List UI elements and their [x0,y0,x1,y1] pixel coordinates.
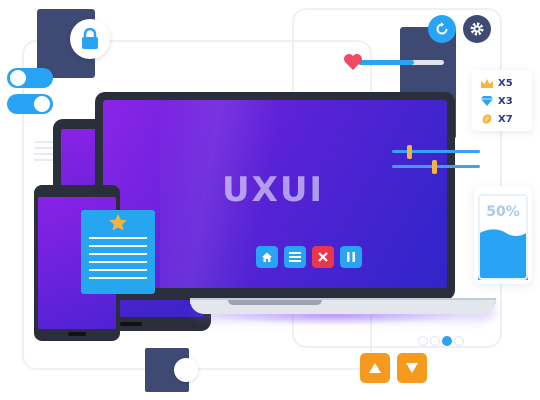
reward-row-diamond: X3 [480,93,513,109]
round-knob[interactable] [174,358,198,382]
progress-card-border [478,194,528,280]
menu-button[interactable] [284,246,306,268]
rewards-card: X5 X3 X7 [472,70,532,131]
gear-icon [470,22,484,36]
refresh-icon [436,22,448,35]
toggle-switch-1[interactable] [7,68,53,88]
laptop-notch [228,300,322,305]
pagination-dot[interactable] [418,336,428,346]
reward-label: X3 [498,95,513,107]
document-line [89,269,147,271]
pagination-dot[interactable] [430,336,440,346]
progress-liquid [478,229,528,280]
progress-percent: 50% [486,204,520,220]
lock-button[interactable] [70,19,110,59]
document-line [89,277,147,279]
screen-title: UXUI [222,170,325,210]
hamburger-icon [289,252,301,262]
settings-button[interactable] [463,15,491,43]
tablet-home-bar [120,322,142,326]
home-button[interactable] [256,246,278,268]
document-line [89,253,147,255]
arrow-down-button[interactable] [397,353,427,383]
reward-label: X5 [498,77,513,89]
toggle-knob [10,70,26,86]
home-icon [262,252,272,262]
refresh-button[interactable] [428,15,456,43]
slider-knob-2[interactable] [432,160,437,174]
toggle-switch-2[interactable] [7,94,53,114]
triangle-up-icon [369,363,381,373]
pause-button[interactable] [340,246,362,268]
health-bar-fill [358,60,414,65]
document-line [89,261,147,263]
coin-icon [482,114,492,124]
crown-icon [481,78,493,88]
close-button[interactable] [312,246,334,268]
pagination-dot-active[interactable] [442,336,452,346]
toggle-knob [34,96,50,112]
reward-row-crown: X5 [480,75,513,91]
slider-knob-1[interactable] [407,145,412,159]
arrow-up-button[interactable] [360,353,390,383]
heart-icon [344,54,362,70]
diamond-icon [481,96,493,106]
slider-track-1[interactable] [392,150,480,153]
document-line [89,245,147,247]
pagination-dot[interactable] [454,336,464,346]
star-icon [109,214,127,231]
progress-card: 50% [474,186,532,284]
reward-label: X7 [498,113,513,125]
pause-icon [347,252,355,262]
triangle-down-icon [406,363,418,373]
document-card[interactable] [81,210,155,294]
document-line [89,237,147,239]
phone-home-bar [68,332,86,336]
lock-icon [82,28,98,49]
reward-row-coin: X7 [480,111,513,127]
close-icon [318,252,328,262]
